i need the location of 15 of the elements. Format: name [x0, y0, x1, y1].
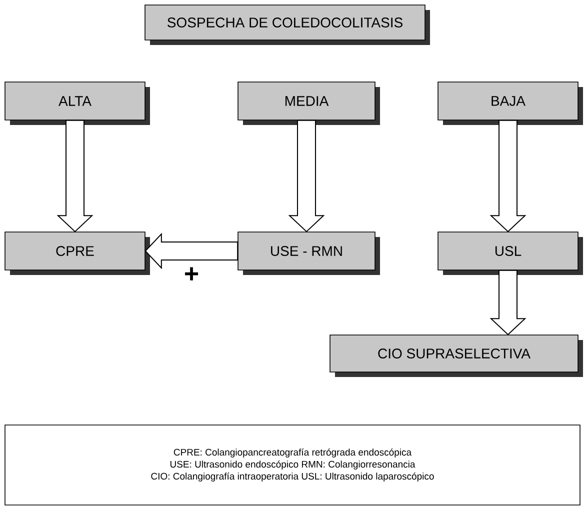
process-box: BAJA	[438, 82, 583, 125]
process-box: USE - RMN	[238, 232, 380, 275]
block-arrow	[144, 232, 238, 270]
process-box: ALTA	[4, 82, 150, 125]
process-box: CIO SUPRASELECTIVA	[330, 334, 583, 377]
process-box: MEDIA	[238, 82, 380, 125]
block-arrow	[490, 120, 526, 232]
block-arrow	[288, 120, 325, 232]
process-box: SOSPECHA DE COLEDOCOLITASIS	[144, 4, 430, 45]
edge-label: +	[185, 267, 198, 280]
process-box: CPRE	[4, 232, 150, 275]
block-arrow	[490, 270, 526, 336]
process-box: USL	[438, 232, 583, 275]
block-arrow	[56, 120, 94, 232]
legend-box: CPRE: Colangiopancreatografía retrógrada endoscópica USE: Ultrasonido endoscópico RMN: Colangiorresonancia CIO: Colangiografía intraoperatoria USL: Ultrasonido laparoscópico	[4, 424, 580, 506]
